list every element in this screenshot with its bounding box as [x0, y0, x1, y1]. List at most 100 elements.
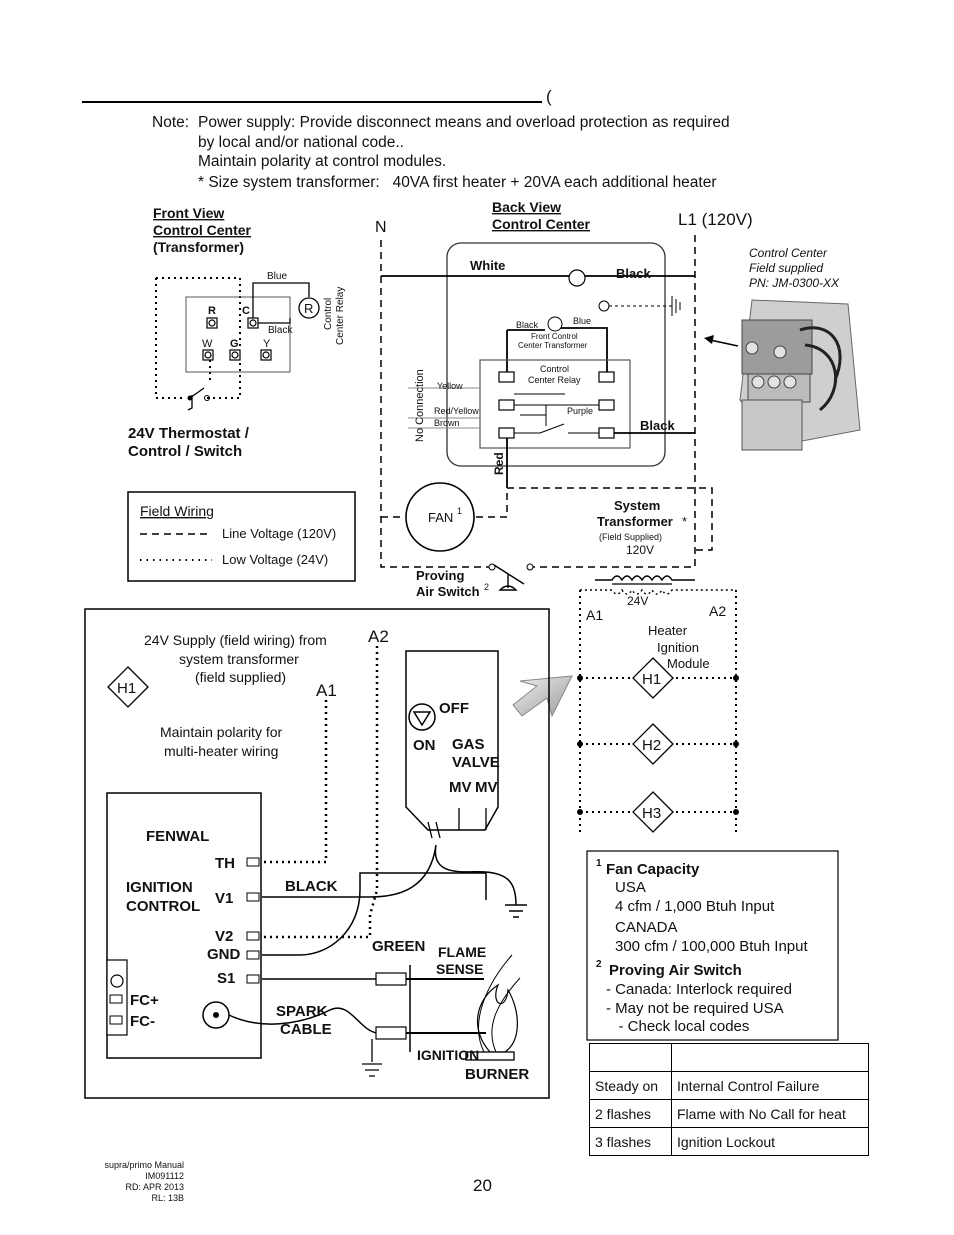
fan: FAN 1	[405, 482, 475, 552]
l1-wire	[530, 235, 696, 568]
control-terminals	[246, 857, 260, 984]
control-relay-label: Control	[540, 364, 569, 374]
front-transformer-label: Center Transformer	[518, 341, 588, 350]
a2-supply-wire	[262, 646, 379, 939]
front-view: Front View Control Center (Transformer) …	[128, 205, 346, 460]
heater-label: H3	[642, 805, 661, 822]
thermostat-label: Control / Switch	[128, 443, 242, 460]
footnote-fan-line: CANADA	[615, 919, 678, 936]
note-line: * Size system transformer: 40VA first he…	[198, 174, 717, 191]
flame-icon	[476, 983, 518, 1053]
footnote-fan-sup: 1	[596, 858, 602, 869]
table-header-cell	[671, 1043, 869, 1072]
terminal-s1: S1	[217, 970, 235, 987]
wire-label-brown: Brown	[434, 418, 460, 428]
flame-sensor	[375, 972, 407, 986]
supply-label: system transformer	[179, 651, 299, 667]
supply-label: 24V Supply (field wiring) from	[144, 632, 327, 648]
proving-switch-sup: 2	[484, 582, 489, 592]
proving-switch-label: Air Switch	[416, 584, 480, 599]
photo-wires	[799, 326, 842, 412]
header-paren: (	[546, 87, 552, 106]
spark-cable-label: CABLE	[280, 1021, 332, 1038]
switch-contact	[488, 563, 496, 571]
wire-label-red-yellow: Red/Yellow	[434, 406, 479, 416]
relay-bracket	[741, 399, 803, 451]
fan-wire	[476, 487, 713, 551]
transformer-primary-label: 120V	[626, 543, 654, 557]
photo-caption: PN: JM-0300-XX	[749, 276, 840, 290]
system-transformer-supplied: (Field Supplied)	[599, 532, 662, 542]
system-transformer: System Transformer * (Field Supplied) 12…	[580, 498, 736, 608]
footnote-switch-line: - Canada: Interlock required	[606, 981, 792, 998]
relay-symbol	[298, 297, 320, 319]
a1-supply-wire	[262, 700, 328, 864]
transformer-secondary-label: 24V	[627, 594, 648, 608]
table-header-cell	[589, 1043, 672, 1072]
fc-plus-terminal	[109, 994, 123, 1004]
spark-cable	[228, 1007, 379, 1034]
switch-contact	[526, 563, 534, 571]
control-center-terminal	[568, 269, 586, 287]
heater-ignition-module: A1 A2 Heater Ignition Module H1 H2 H3	[577, 590, 739, 835]
fenwal-label: FENWAL	[146, 828, 209, 845]
table-cell: Steady on	[589, 1071, 672, 1100]
a1-label: A1	[316, 681, 337, 700]
module-a1-label: A1	[586, 607, 603, 623]
document-info-line: RL: 13B	[151, 1193, 184, 1203]
page-number: 20	[473, 1176, 492, 1195]
footnote-fan-line: 4 cfm / 1,000 Btuh Input	[615, 898, 775, 915]
ignition-control-label: CONTROL	[126, 898, 200, 915]
front-transformer-label: Front Control	[531, 332, 578, 341]
wire-label-red: Red	[492, 452, 506, 475]
note-label: Note:	[152, 114, 189, 131]
document-info-line: RD: APR 2013	[125, 1182, 184, 1192]
flame-sense-label: FLAME	[438, 944, 486, 960]
control-relay	[479, 359, 631, 449]
control-relay-label: Center Relay	[528, 375, 581, 385]
module-title: Module	[667, 656, 710, 671]
wire-label-white: White	[470, 258, 505, 273]
fan-label-sup: 1	[457, 506, 462, 516]
terminal-label: C	[242, 305, 250, 317]
note-line: by local and/or national code..	[198, 134, 404, 151]
relay-caption: Control	[323, 298, 334, 330]
switch-blade	[493, 564, 525, 591]
burner-label: BURNER	[465, 1066, 529, 1083]
table-cell: 2 flashes	[589, 1099, 672, 1128]
ignition-label: IGNITION	[417, 1047, 479, 1063]
table-cell: Internal Control Failure	[671, 1071, 869, 1100]
transformer-face	[185, 296, 291, 373]
terminal-screw-photo	[751, 375, 765, 389]
fenwal-control-box	[106, 792, 262, 1059]
ignition-panel: H1 24V Supply (field wiring) from system…	[84, 608, 550, 1099]
transformer-symbol	[547, 316, 563, 332]
wire-label-yellow: Yellow	[437, 381, 463, 391]
diagnostic-code-table: Steady on Internal Control Failure 2 fla…	[589, 1043, 869, 1156]
neutral-wire	[380, 240, 492, 568]
detail-arrow	[512, 675, 573, 718]
footnotes-box: 1 Fan Capacity USA 4 cfm / 1,000 Btuh In…	[586, 850, 839, 1041]
fc-minus-label: FC-	[130, 1013, 155, 1030]
footnote-switch-line: - Check local codes	[606, 1018, 749, 1035]
low-voltage-wire	[207, 360, 241, 399]
photo-caption: Field supplied	[749, 261, 823, 275]
terminal-th: TH	[215, 855, 235, 872]
back-view-title: Control Center	[492, 216, 591, 232]
green-wire-label: GREEN	[372, 938, 425, 955]
transformer-secondary-coil	[580, 588, 736, 595]
system-transformer-label: Transformer	[597, 514, 673, 529]
terminal-label: Y	[263, 338, 271, 350]
back-view-title: Back View	[492, 199, 561, 215]
terminal-label: R	[208, 305, 216, 317]
module-title: Heater	[648, 623, 688, 638]
legend-line-voltage: Line Voltage (120V)	[222, 526, 336, 541]
footnote-fan-title: Fan Capacity	[606, 861, 700, 878]
terminal-v2: V2	[215, 928, 233, 945]
fc-plus-label: FC+	[130, 992, 159, 1009]
neutral-label: N	[375, 219, 387, 236]
gas-valve-label: GAS	[452, 736, 485, 753]
table-cell: Ignition Lockout	[671, 1127, 869, 1156]
gas-valve-off: OFF	[439, 700, 469, 717]
terminal-label: W	[202, 338, 213, 350]
